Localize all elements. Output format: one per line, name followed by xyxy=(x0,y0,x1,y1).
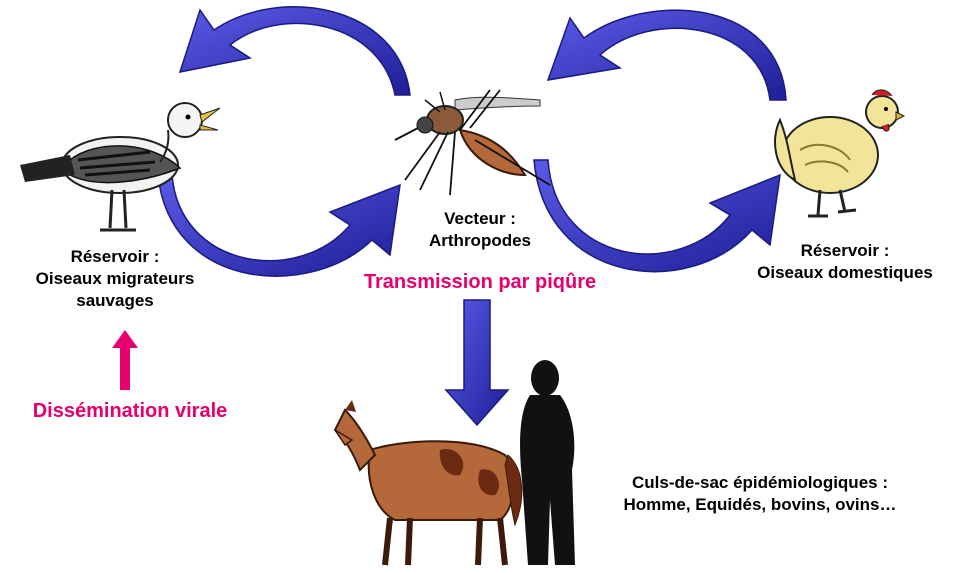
cycle-arrow-left-top xyxy=(180,7,410,95)
reservoir-wild-label: Réservoir : Oiseaux migrateurs sauvages xyxy=(10,246,220,312)
chicken-icon xyxy=(775,90,904,216)
down-arrow xyxy=(446,300,508,425)
vector-label: Vecteur : Arthropodes xyxy=(390,208,570,252)
dead-end-label: Culs-de-sac épidémiologiques : Homme, Eq… xyxy=(580,472,940,516)
reservoir-domestic-title: Réservoir : xyxy=(740,240,950,262)
horse-icon xyxy=(335,400,522,565)
reservoir-wild-line2: sauvages xyxy=(10,290,220,312)
reservoir-wild-title: Réservoir : xyxy=(10,246,220,268)
dissemination-label: Dissémination virale xyxy=(0,400,260,422)
vector-title: Vecteur : xyxy=(390,208,570,230)
reservoir-domestic-label: Réservoir : Oiseaux domestiques xyxy=(740,240,950,284)
seagull-icon xyxy=(20,103,220,230)
vector-line1: Arthropodes xyxy=(390,230,570,252)
dead-end-title: Culs-de-sac épidémiologiques : xyxy=(580,472,940,494)
transmission-label: Transmission par piqûre xyxy=(320,271,640,293)
reservoir-wild-line1: Oiseaux migrateurs xyxy=(10,268,220,290)
cycle-arrow-right-top xyxy=(548,10,786,100)
reservoir-domestic-line1: Oiseaux domestiques xyxy=(740,262,950,284)
dead-end-line1: Homme, Equidés, bovins, ovins… xyxy=(580,494,940,516)
mosquito-icon xyxy=(395,90,550,195)
dissemination-arrow xyxy=(112,330,138,390)
human-silhouette-icon xyxy=(520,360,575,565)
